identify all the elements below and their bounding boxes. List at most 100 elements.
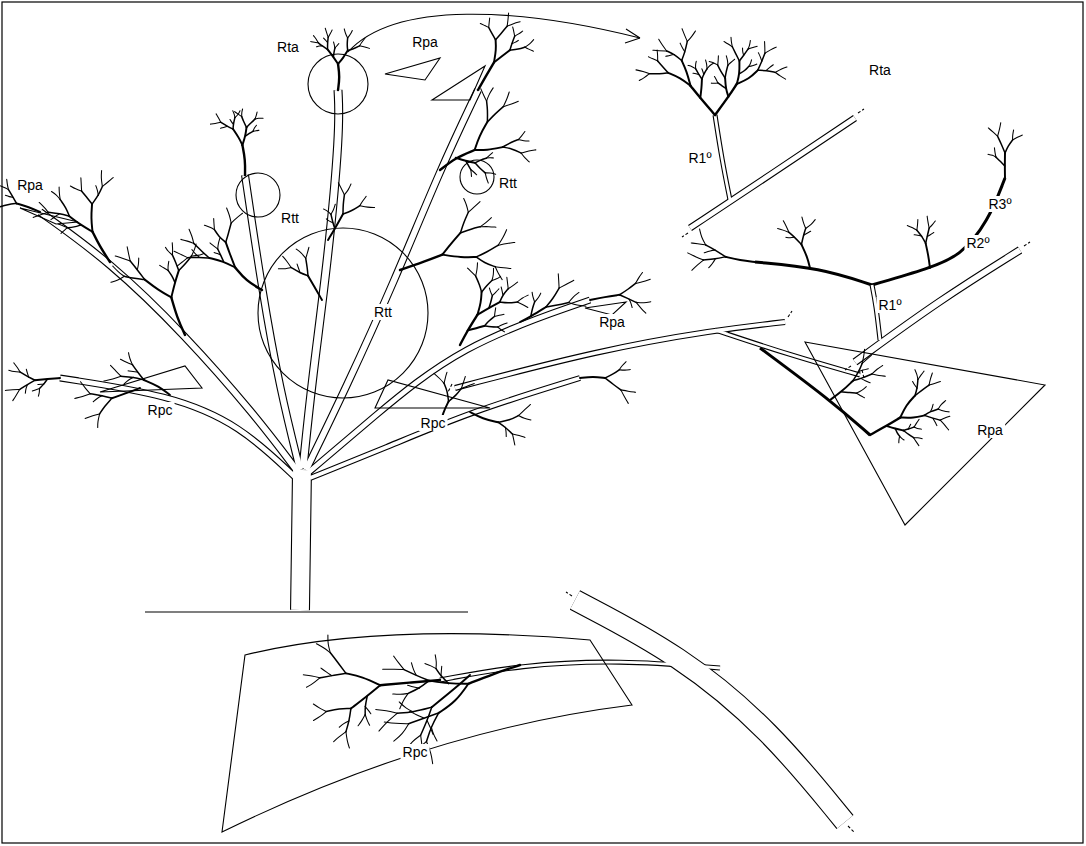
twig (476, 263, 478, 276)
twig (194, 243, 210, 258)
twig (1005, 140, 1013, 153)
twig (476, 245, 498, 257)
twig (343, 206, 360, 214)
twig (775, 72, 785, 79)
twig (515, 31, 523, 36)
twig (927, 232, 934, 236)
twig (338, 183, 344, 195)
twig (801, 228, 805, 244)
twig (80, 178, 82, 191)
twig (9, 370, 20, 372)
twig (725, 257, 755, 262)
twig (38, 389, 39, 397)
twig (764, 42, 765, 54)
twig (766, 65, 773, 71)
twig (253, 130, 259, 132)
twig (653, 50, 667, 52)
twig (914, 438, 919, 446)
twig (128, 371, 138, 372)
twig (732, 47, 739, 61)
twig (13, 390, 20, 401)
twig (328, 214, 343, 240)
twig (492, 268, 494, 280)
twig (702, 69, 707, 79)
twig (344, 184, 351, 195)
twig (512, 40, 519, 43)
twig (695, 61, 697, 68)
twig (338, 51, 348, 64)
twig (283, 256, 291, 267)
twig (737, 61, 740, 84)
twig (518, 140, 529, 141)
twig (518, 404, 530, 415)
twig (801, 245, 810, 268)
twig (137, 258, 138, 270)
twig (303, 675, 320, 678)
twig (325, 28, 328, 37)
twig (510, 47, 525, 50)
twig (700, 229, 706, 245)
twig (648, 57, 657, 61)
twig (177, 258, 187, 266)
twig (503, 101, 518, 106)
region-label: R1º (686, 150, 713, 166)
branch-outline (310, 378, 580, 478)
twig (559, 280, 574, 288)
twig (775, 67, 787, 72)
twig (144, 380, 170, 395)
twig (5, 389, 19, 391)
twig (691, 86, 715, 115)
twig (521, 153, 529, 162)
twig (210, 243, 218, 249)
region-label: Rpa (410, 34, 440, 50)
region-circle (460, 160, 494, 194)
twig (917, 219, 918, 230)
twig (1013, 135, 1023, 140)
twig (192, 250, 200, 258)
twig (5, 195, 13, 197)
twig (994, 148, 996, 157)
twig (629, 299, 632, 308)
twig (927, 216, 929, 228)
region-label: Rta (275, 39, 301, 55)
twig (930, 404, 933, 411)
twig (802, 217, 806, 228)
twig (397, 707, 431, 713)
twig (440, 150, 475, 170)
twig (659, 39, 667, 51)
twig (101, 171, 102, 187)
twig (213, 219, 215, 230)
twig (500, 301, 518, 303)
twig (360, 196, 366, 205)
twig (498, 416, 518, 423)
twig (230, 119, 233, 124)
twig (861, 378, 870, 382)
branch-fill (300, 470, 302, 610)
twig (872, 366, 883, 374)
twig (59, 187, 60, 199)
twig (218, 238, 220, 249)
twig (688, 253, 704, 260)
twig (531, 302, 535, 316)
twig (503, 147, 522, 153)
twig (335, 44, 339, 48)
twig (214, 253, 220, 255)
twig (657, 50, 659, 61)
twig (569, 292, 579, 302)
region-label: Rpc (146, 402, 175, 418)
branch-fill (455, 322, 785, 388)
twig (168, 270, 175, 282)
twig (26, 369, 28, 377)
twig (221, 126, 228, 128)
twig (393, 693, 408, 695)
twig (929, 221, 935, 228)
twig (702, 69, 704, 74)
twig (737, 70, 758, 84)
branch-outline (245, 175, 300, 470)
twig (501, 287, 503, 295)
twig (940, 420, 948, 430)
ground-line (145, 611, 468, 612)
twig (495, 267, 511, 269)
twig (233, 129, 242, 145)
twig (346, 673, 380, 685)
